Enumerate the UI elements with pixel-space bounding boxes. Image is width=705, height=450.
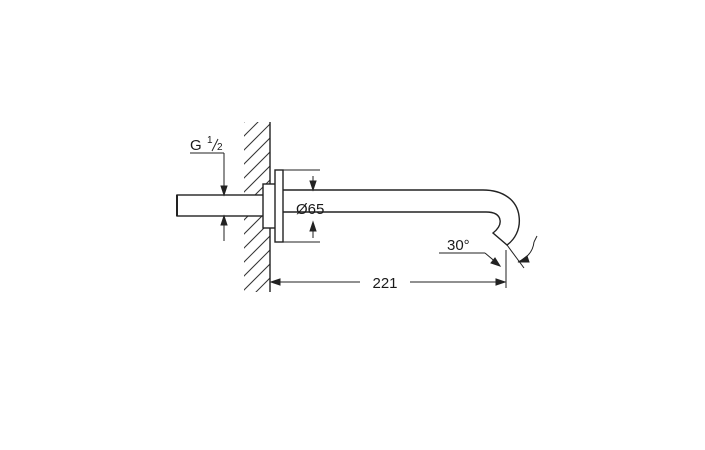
- length-label: 221: [372, 275, 397, 292]
- spout: [283, 189, 521, 246]
- rosette: [262, 169, 284, 243]
- diameter-dimension: [283, 169, 320, 243]
- angle-dimension: [439, 235, 538, 269]
- thread-fraction-denominator: 2: [217, 142, 223, 153]
- thread-fraction-bar: [211, 138, 219, 152]
- connection-pipe: [176, 194, 271, 217]
- length-dimension: [269, 250, 507, 288]
- thread-dimension: [190, 152, 228, 241]
- thread-fraction-numerator: 1: [207, 135, 213, 146]
- angle-label: 30°: [447, 237, 470, 254]
- diameter-label: Ø65: [296, 201, 324, 218]
- thread-label: G: [190, 137, 202, 154]
